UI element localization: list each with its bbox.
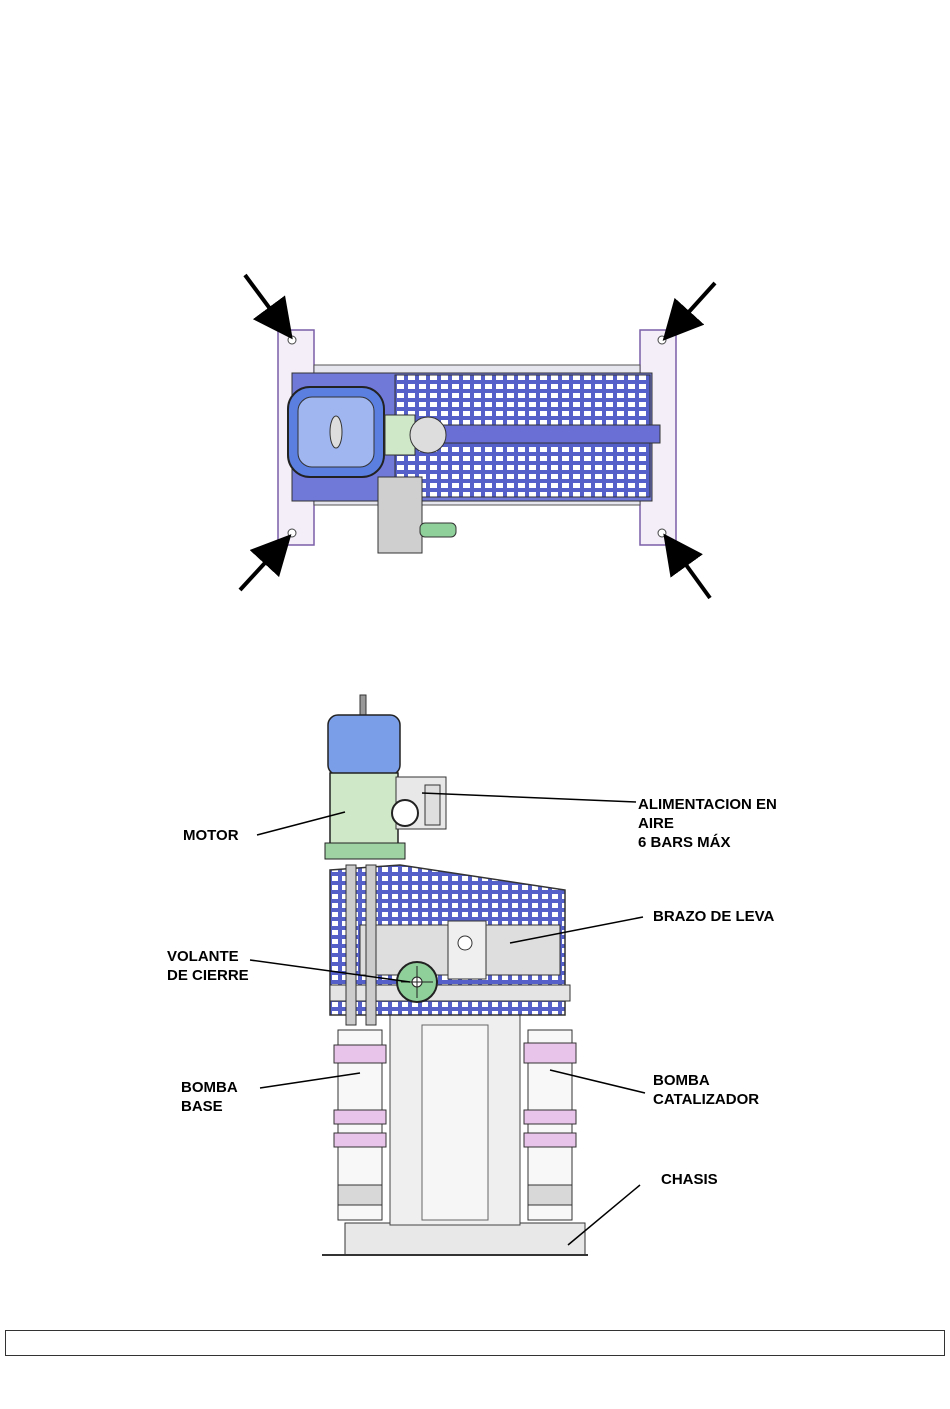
- label-volante-2: DE CIERRE: [167, 966, 249, 985]
- arrow-bl: [240, 540, 286, 590]
- front-view-diagram: [160, 685, 820, 1285]
- label-bomba-cat-1: BOMBA: [653, 1071, 710, 1090]
- arrow-tr: [668, 283, 715, 335]
- mount-hole-tr: [658, 336, 666, 344]
- arrow-tl: [245, 275, 288, 333]
- air-inlet: [392, 800, 418, 826]
- mount-hole-br: [658, 529, 666, 537]
- label-alimentacion-3: 6 BARS MÁX: [638, 833, 731, 852]
- label-bomba-base-2: BASE: [181, 1097, 223, 1116]
- pump-catalizador: [524, 1030, 576, 1220]
- label-bomba-base-1: BOMBA: [181, 1078, 238, 1097]
- footer-box: [5, 1330, 945, 1356]
- mount-hole-tl: [288, 336, 296, 344]
- motor-top: [328, 715, 400, 775]
- filter: [378, 477, 422, 553]
- label-volante-1: VOLANTE: [167, 947, 239, 966]
- label-alimentacion-2: AIRE: [638, 814, 674, 833]
- top-view-diagram: [230, 265, 730, 605]
- label-chasis: CHASIS: [661, 1170, 718, 1189]
- motor-body: [330, 773, 398, 845]
- arrow-br: [668, 540, 710, 598]
- pump-base: [334, 1030, 386, 1220]
- label-alimentacion-1: ALIMENTACION EN: [638, 795, 777, 814]
- label-brazo: BRAZO DE LEVA: [653, 907, 774, 926]
- label-motor: MOTOR: [183, 826, 239, 845]
- label-bomba-cat-2: CATALIZADOR: [653, 1090, 759, 1109]
- mount-hole-bl: [288, 529, 296, 537]
- chassis: [345, 1223, 585, 1255]
